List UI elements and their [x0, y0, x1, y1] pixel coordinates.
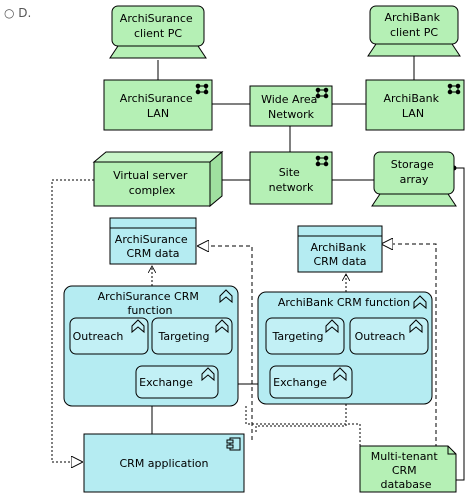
wide-area-network-line2: Network [268, 108, 315, 121]
function-icon [413, 295, 427, 310]
outreach-right-label: Outreach [355, 330, 406, 343]
outreach-right-function[interactable]: Outreach [349, 317, 429, 355]
exchange-right-function[interactable]: Exchange [269, 365, 353, 399]
targeting-left-label: Targeting [157, 330, 209, 343]
archibank-client-pc-line1: ArchiBank [384, 11, 440, 24]
svg-text:ArchiBank CRM data: ArchiBank CRM data [310, 241, 369, 268]
svg-text:ArchiSurance CRM data: ArchiSurance CRM data [115, 233, 191, 260]
archisurance-crm-data-object[interactable]: ArchiSurance CRM data [109, 217, 197, 265]
archisurance-crm-data-line2: CRM data [126, 247, 179, 260]
realization-crm-app-to-archisurance-data [198, 246, 253, 440]
svg-text:ArchiSurance client PC: ArchiSurance client PC [120, 12, 196, 40]
realization-virtual-server-to-crm-app [51, 179, 94, 462]
virtual-server-complex-line1: Virtual server [113, 169, 188, 182]
targeting-right-function[interactable]: Targeting [265, 317, 345, 355]
virtual-server-complex-node[interactable]: Virtual server complex [92, 150, 224, 208]
archisurance-client-pc-node[interactable]: ArchiSurance client PC [109, 5, 207, 59]
network-icon [195, 83, 209, 95]
function-icon [409, 319, 423, 334]
link-storage-to-database [454, 167, 465, 481]
function-icon [325, 319, 339, 334]
virtual-server-complex-line2: complex [129, 184, 176, 197]
archisurance-client-pc-line1: ArchiSurance [120, 12, 193, 25]
archisurance-crm-function-line1: ArchiSurance CRM [98, 290, 199, 303]
svg-text:Multi-tenant CRM: Multi-tenant CRM database [371, 450, 441, 491]
exchange-left-function[interactable]: Exchange [135, 365, 219, 399]
svg-text:Virtual server complex: Virtual server complex [113, 169, 191, 197]
archibank-crm-data-line1: ArchiBank [310, 241, 366, 254]
archibank-lan-line2: LAN [402, 107, 424, 120]
svg-text:Storage array: Storage array [391, 158, 438, 186]
archisurance-lan-line2: LAN [147, 107, 169, 120]
outreach-left-function[interactable]: Outreach [69, 317, 149, 355]
link-archibank-function-to-app [255, 404, 347, 434]
svg-text:ArchiSurance CRM funct: ArchiSurance CRM function [98, 290, 203, 317]
archibank-crm-data-line2: CRM data [313, 255, 366, 268]
storage-array-node[interactable]: Storage array [371, 151, 457, 207]
database-line2: CRM [392, 464, 417, 477]
archibank-lan-line1: ArchiBank [383, 92, 439, 105]
archisurance-crm-function-line2: function [128, 304, 173, 317]
realization-db-to-archibank-data [382, 244, 437, 448]
archibank-crm-data-object[interactable]: ArchiBank CRM data [297, 225, 383, 273]
archisurance-lan-node[interactable]: ArchiSurance LAN [103, 79, 213, 131]
component-icon [226, 437, 241, 451]
archibank-client-pc-line2: client PC [390, 26, 438, 39]
svg-text:ArchiBank LAN: ArchiBank LAN [383, 92, 442, 120]
function-icon [201, 367, 215, 382]
archibank-client-pc-node[interactable]: ArchiBank client PC [367, 5, 461, 57]
targeting-right-label: Targeting [271, 330, 323, 343]
network-icon [315, 87, 329, 99]
database-line1: Multi-tenant [371, 450, 439, 463]
targeting-left-function[interactable]: Targeting [151, 317, 233, 355]
crm-application-component[interactable]: CRM application [83, 433, 245, 493]
svg-text:ArchiBank client PC: ArchiBank client PC [384, 11, 443, 39]
multi-tenant-crm-database-artifact[interactable]: Multi-tenant CRM database [359, 445, 457, 493]
function-icon [333, 367, 347, 382]
site-network-line1: Site [279, 166, 300, 179]
network-icon [315, 155, 329, 167]
svg-text:Wide Area Network: Wide Area Network [261, 93, 321, 121]
network-icon [447, 83, 461, 95]
archibank-crm-function-label: ArchiBank CRM function [278, 296, 410, 309]
function-icon [219, 289, 233, 304]
svg-text:Site network: Site network [269, 166, 314, 194]
archisurance-client-pc-line2: client PC [134, 27, 182, 40]
archisurance-crm-data-line1: ArchiSurance [115, 233, 188, 246]
option-label[interactable]: ○ D. [4, 6, 32, 20]
wide-area-network-line1: Wide Area [261, 93, 317, 106]
storage-array-line2: array [400, 173, 429, 186]
archibank-lan-node[interactable]: ArchiBank LAN [365, 79, 465, 131]
outreach-left-label: Outreach [73, 330, 124, 343]
svg-text:ArchiSurance LAN: ArchiSurance LAN [120, 92, 196, 120]
function-icon [215, 319, 229, 334]
site-network-node[interactable]: Site network [249, 151, 333, 205]
site-network-line2: network [269, 181, 314, 194]
wide-area-network-node[interactable]: Wide Area Network [249, 85, 333, 127]
exchange-right-label: Exchange [273, 376, 327, 389]
function-icon [131, 319, 145, 334]
exchange-left-label: Exchange [139, 376, 193, 389]
crm-application-label: CRM application [120, 457, 209, 470]
storage-array-line1: Storage [391, 158, 434, 171]
database-line3: database [381, 478, 432, 491]
archisurance-lan-line1: ArchiSurance [120, 92, 193, 105]
link-database-to-app-dotted [245, 406, 361, 446]
